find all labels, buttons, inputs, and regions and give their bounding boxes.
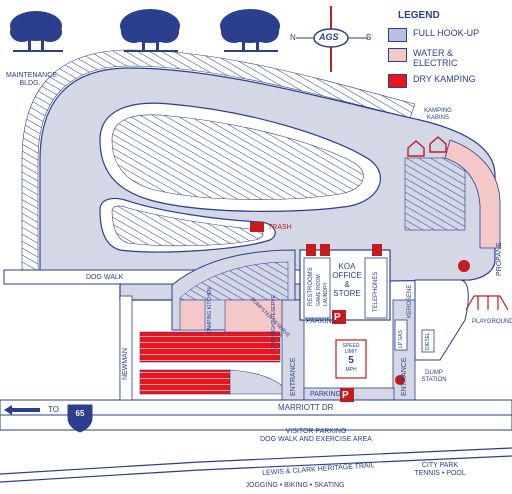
interstate-shield-icon <box>67 404 93 433</box>
compass-n: N <box>290 33 296 42</box>
legend-label: WATER & ELECTRIC <box>413 48 458 68</box>
compass-logo: AGS <box>319 32 339 42</box>
speed-limit-sign <box>335 339 367 379</box>
legend-label: FULL HOOK-UP <box>413 28 480 38</box>
legend-swatch <box>388 28 407 42</box>
label-trash: TRASH <box>268 224 292 231</box>
label-laundry: LAUNDRY <box>323 282 329 306</box>
heritage-trail <box>0 455 512 483</box>
label-playground: PLAYGROUND <box>472 319 512 325</box>
kamping-kabins <box>407 136 447 157</box>
newman-road <box>119 295 133 401</box>
label-dog-walk: DOG WALK <box>86 274 124 281</box>
label-kerosene: KEROSENE <box>407 284 413 318</box>
label-marriott-dr: MARRIOTT DR <box>278 403 334 412</box>
label-camping-kitchen: CAMPING KITCHEN <box>207 287 213 334</box>
trash-icon <box>250 222 264 232</box>
restroom-icon-2 <box>320 244 330 256</box>
label-propane: PROPANE <box>496 242 503 276</box>
dump-station-icon <box>395 375 405 385</box>
label-speed-unit: MPH <box>345 367 357 373</box>
parking-sign-icon-2 <box>340 388 354 402</box>
parking-symbol-1: P <box>334 312 341 323</box>
label-diesel: DIESEL <box>425 332 431 350</box>
full-hookup-sites-inner[interactable] <box>111 114 364 200</box>
label-entrance-2: ENTRANCE <box>401 357 408 396</box>
propane-icon <box>458 260 470 272</box>
label-city-park: CITY PARK <box>421 462 459 469</box>
label-koa-office: KOA OFFICE & STORE <box>332 262 362 298</box>
full-hookup-sites-right[interactable] <box>404 157 466 231</box>
playground-icon <box>465 295 509 311</box>
legend-item-full-hookup: FULL HOOK-UP <box>388 28 493 44</box>
label-dog-walk-area: DOG WALK AND EXERCISE AREA <box>260 436 372 443</box>
legend-item-dry-kamping: DRY KAMPING <box>388 74 493 90</box>
compass-s: S <box>366 33 372 42</box>
label-kamping-kabins: KAMPING KABINS <box>424 108 452 121</box>
phone-icon <box>372 244 382 256</box>
label-dump-station: DUMP STATION <box>421 370 447 383</box>
arrow-left-icon <box>4 405 40 415</box>
legend-swatch <box>388 74 407 88</box>
label-telephones: TELEPHONES <box>373 271 379 312</box>
restroom-icon <box>306 244 316 256</box>
compass-rose <box>296 6 368 72</box>
full-hookup-sites-lower[interactable] <box>111 205 264 247</box>
trees-decoration <box>10 9 280 52</box>
label-overnight-reserve: OVERNIGHT RESERVE <box>271 295 277 350</box>
label-parking-1: PARKING <box>306 318 337 325</box>
legend-swatch <box>388 48 407 62</box>
label-speed-limit: SPEED LIMIT <box>342 343 360 355</box>
water-electric-sites-right[interactable] <box>444 139 501 249</box>
label-entrance-1: ENTRANCE <box>290 357 297 396</box>
label-to: TO <box>48 405 59 414</box>
parking-symbol-2: P <box>342 390 349 401</box>
label-maintenance: MAINTENANCE BLDG. <box>6 72 57 87</box>
legend-item-water-electric: WATER & ELECTRIC <box>388 48 493 68</box>
label-newman: NEWMAN <box>122 348 129 380</box>
label-restrooms: RESTROOMS <box>308 267 314 306</box>
label-interstate: 65 <box>75 409 85 418</box>
label-parking-2: PARKING <box>310 391 341 398</box>
legend-label: DRY KAMPING <box>413 74 476 84</box>
label-speed-value: 5 <box>348 355 354 366</box>
label-lp-gas: LP GAS <box>398 330 404 348</box>
full-hookup-sites-outer[interactable] <box>21 49 416 271</box>
legend-title: LEGEND <box>398 10 440 21</box>
parking-sign-icon <box>332 310 346 324</box>
label-visitor-parking: VISITOR PARKING <box>285 428 347 435</box>
label-tennis-pool: TENNIS • POOL <box>414 470 466 477</box>
label-jogging: JOGGING • BIKING • SKATING <box>245 482 345 489</box>
